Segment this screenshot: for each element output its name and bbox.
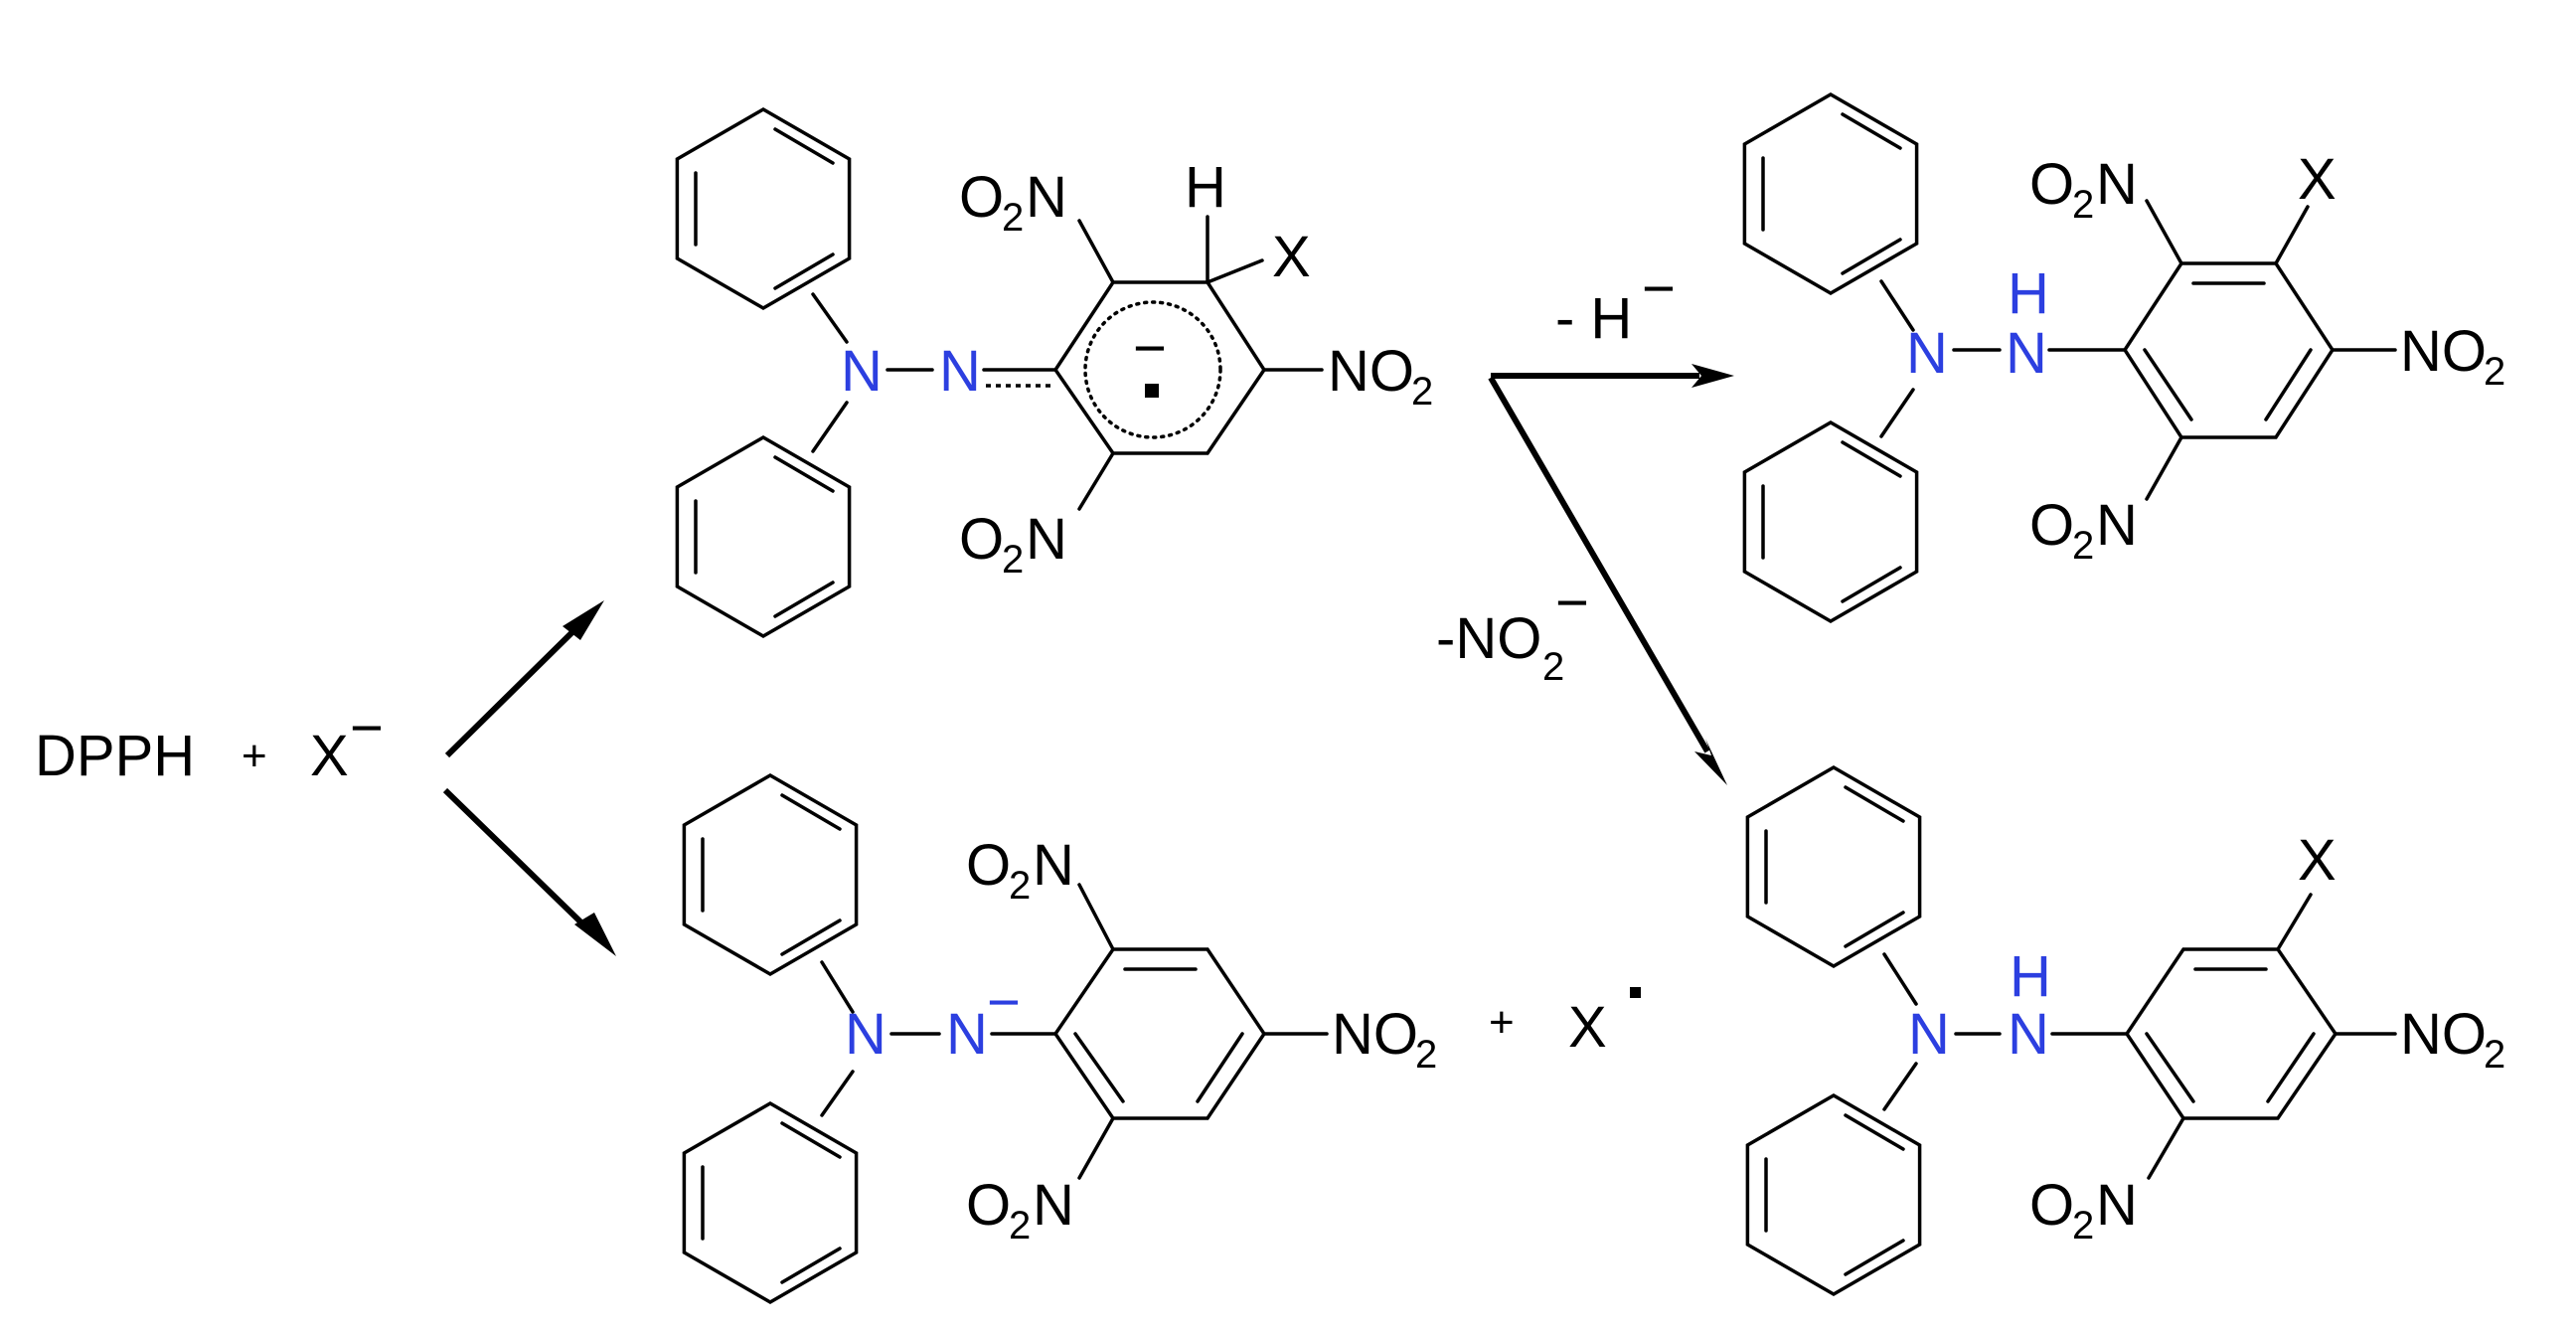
minus-nitrite-label: -NO xyxy=(1436,606,1541,671)
minus-nitrite-charge: − xyxy=(1555,571,1589,635)
productB-x: X xyxy=(2298,828,2336,893)
anion-n1: N xyxy=(845,1002,886,1067)
ring-charge: − xyxy=(1133,316,1167,381)
arrow-to-intermediate xyxy=(444,623,581,758)
anion-no2-no: NO xyxy=(1332,1002,1418,1067)
anion-n-charge: − xyxy=(987,970,1021,1035)
x-anion-charge: − xyxy=(350,696,384,760)
productB-n1: N xyxy=(1908,1002,1950,1067)
productB-phenyl-top xyxy=(1745,765,1922,968)
intermediate-o2n-top-n: N xyxy=(1026,165,1067,230)
intermediate-o2n-top-o: O xyxy=(959,165,1004,230)
dpph-label: DPPH xyxy=(35,724,195,788)
productA-o2n-top-o: O xyxy=(2029,152,2074,217)
productB-no2-no: NO xyxy=(2400,1002,2487,1067)
anion-o2n-bottom-o: O xyxy=(966,1173,1011,1238)
anion-o2n-top-n: N xyxy=(1033,833,1074,898)
intermediate-o2n-bottom-n: N xyxy=(1026,507,1067,572)
x-radical-label: X xyxy=(1568,995,1607,1060)
intermediate-arrows: - H − -NO 2 − xyxy=(1436,256,1734,785)
intermediate-no2-sub: 2 xyxy=(1411,370,1433,414)
arrowhead-minus-hydride xyxy=(1691,364,1734,388)
productA-o2n-bottom-n: N xyxy=(2096,493,2138,558)
intermediate-o2n-bottom-sub: 2 xyxy=(1002,538,1024,582)
arrowhead-intermediate xyxy=(563,600,604,640)
productB-nh-n: N xyxy=(2008,1002,2049,1067)
intermediate-phenyl-bottom xyxy=(675,435,852,638)
anion-o2n-bottom-n: N xyxy=(1033,1173,1074,1238)
product-plus: + xyxy=(1489,998,1515,1047)
intermediate-n1: N xyxy=(841,339,883,404)
reactants: DPPH + X − xyxy=(35,696,384,788)
anion-o2n-bottom-sub: 2 xyxy=(1009,1204,1031,1248)
arrowhead-minus-nitrite xyxy=(1694,739,1727,785)
productB-o2n-bottom-o: O xyxy=(2029,1173,2074,1238)
anion-n2: N xyxy=(946,1002,988,1067)
intermediate-h: H xyxy=(1185,155,1226,220)
productB-nh-h: H xyxy=(2010,944,2051,1009)
productA-o2n-bottom-sub: 2 xyxy=(2072,524,2094,568)
intermediate-o2n-bottom-o: O xyxy=(959,507,1004,572)
productB-phenyl-bottom xyxy=(1745,1093,1922,1296)
intermediate-n2: N xyxy=(939,339,981,404)
x-anion-label: X xyxy=(310,724,349,788)
arrow-to-radical-pair xyxy=(442,787,591,932)
productA-nh-n: N xyxy=(2006,321,2047,386)
anion-phenyl-top xyxy=(682,773,859,976)
anion-product: N N − O 2 N O 2 N NO 2 + X xyxy=(682,773,1641,1304)
arrowhead-radical-pair xyxy=(574,913,616,956)
productB-o2n-bottom-n: N xyxy=(2096,1173,2138,1238)
productA-n1: N xyxy=(1906,321,1948,386)
anion-o2n-top-sub: 2 xyxy=(1009,864,1031,908)
productA-nh-h: H xyxy=(2008,261,2049,326)
productA-no2-no: NO xyxy=(2400,319,2487,384)
productB-o2n-bottom-sub: 2 xyxy=(2072,1204,2094,1248)
intermediate-o2n-top-sub: 2 xyxy=(1002,196,1024,240)
branch-arrows xyxy=(442,600,616,956)
anion-phenyl-bottom xyxy=(682,1101,859,1304)
arrow-minus-nitrite xyxy=(1488,376,1710,753)
intermediate-x: X xyxy=(1272,225,1311,289)
intermediate-no2-no: NO xyxy=(1328,339,1414,404)
x-radical-dot xyxy=(1630,987,1641,998)
reactant-plus: + xyxy=(242,732,267,780)
productA-x: X xyxy=(2298,147,2336,212)
anion-no2-sub: 2 xyxy=(1415,1033,1437,1077)
ring-radical-dot xyxy=(1145,384,1159,398)
productA-no2-sub: 2 xyxy=(2484,350,2505,394)
productA-o2n-top-n: N xyxy=(2096,152,2138,217)
product-nitrite-loss: N N H X NO 2 O 2 N xyxy=(1745,765,2505,1296)
intermediate-structure: N N − O 2 N O 2 N H X NO 2 xyxy=(675,107,1433,638)
minus-hydride-charge: − xyxy=(1642,256,1676,321)
delocalized-ring-circle xyxy=(1083,300,1222,439)
intermediate-phenyl-top xyxy=(675,107,852,310)
product-hydride-loss: N N H O 2 N X NO 2 O 2 N xyxy=(1742,92,2505,623)
productB-no2-sub: 2 xyxy=(2484,1033,2505,1077)
productA-o2n-bottom-o: O xyxy=(2029,493,2074,558)
productA-phenyl-bottom xyxy=(1742,420,1919,623)
productA-phenyl-top xyxy=(1742,92,1919,295)
productA-o2n-top-sub: 2 xyxy=(2072,183,2094,227)
anion-o2n-top-o: O xyxy=(966,833,1011,898)
minus-hydride-label: - H xyxy=(1555,286,1632,351)
minus-nitrite-sub: 2 xyxy=(1542,645,1564,689)
